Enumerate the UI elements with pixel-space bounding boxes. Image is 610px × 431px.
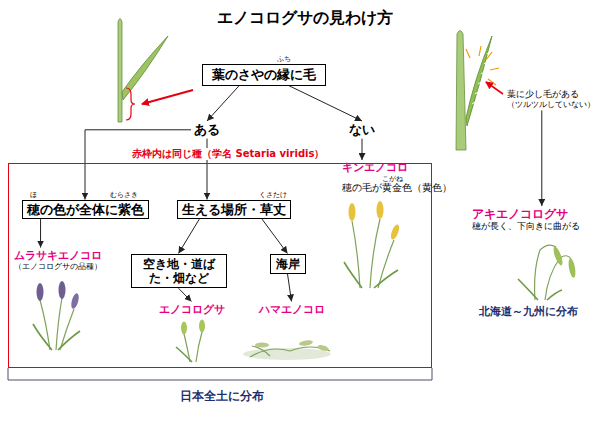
diagram-title: エノコログサの見わけ方 <box>217 8 393 29</box>
green-spike <box>255 343 269 348</box>
species-label: ムラサキエノコロ（エノコログサの品種） <box>12 248 104 273</box>
plant-leaf <box>176 347 192 362</box>
node-text: 海岸 <box>276 257 300 271</box>
species-frame: 赤枠内は同じ種（学名 Setaria viridis）穂の色が全体に紫色生える場… <box>8 163 432 368</box>
node-text: 穂の色が全体に紫色 <box>27 202 144 218</box>
callout-text: （ツルツルしていない） <box>507 100 595 110</box>
leaf-callout: 葉に少し毛がある（ツルツルしていない） <box>505 88 597 110</box>
species-name: キンエノコロ <box>342 161 452 174</box>
grass-stem <box>118 19 122 123</box>
purple-spike <box>70 292 80 309</box>
drooping-spike <box>567 258 576 279</box>
yellow-spike <box>349 203 356 221</box>
flow-arrow <box>179 288 192 301</box>
node-text: ある <box>194 122 220 138</box>
flow-arrow <box>288 274 292 302</box>
red-bracket <box>126 88 135 120</box>
node-text: 葉のさやの縁に毛 <box>212 67 316 83</box>
habitat-box: 空き地・道ばた・畑など <box>131 254 227 289</box>
furigana: むらさき <box>110 192 138 199</box>
species-note: 穂が長く、下向きに曲がる <box>472 221 580 232</box>
branch-answer: ある <box>191 121 223 139</box>
furigana: こがね <box>382 176 403 183</box>
green-spike <box>181 322 187 335</box>
drooping-spike <box>552 246 564 267</box>
species-label: ハマエノコロ <box>257 302 327 317</box>
green-spike <box>299 339 314 346</box>
flow-arrow <box>85 130 191 200</box>
shine-lines <box>466 46 499 85</box>
grass-leaf <box>122 36 168 100</box>
range-bracket <box>8 368 432 380</box>
question-box: 葉のさやの縁に毛 <box>202 64 326 86</box>
species-note: 穂の毛が黄金色（黄色） <box>342 182 452 194</box>
plant-leaf <box>33 324 80 350</box>
leaf-hairs <box>472 52 490 104</box>
flow-arrow <box>362 139 363 160</box>
flow-arrow <box>541 110 542 206</box>
callout-text: 葉に少し毛がある <box>507 89 595 100</box>
species-name: アキエノコログサ <box>472 207 580 221</box>
furigana: ほ <box>30 192 37 199</box>
species-label: エノコログサ <box>157 302 227 317</box>
distribution-note: 北海道～九州に分布 <box>479 305 578 318</box>
purple-spike <box>59 281 66 299</box>
grass-leaf <box>466 36 492 126</box>
green-spike <box>317 344 330 352</box>
habitat-box: 海岸 <box>270 254 306 274</box>
species-note: （エノコログサの品種） <box>14 262 102 272</box>
species-name: ムラサキエノコロ <box>14 249 102 262</box>
green-spike <box>199 320 205 333</box>
plant-leaf <box>518 279 562 300</box>
flow-arrow <box>179 219 200 253</box>
purple-spike <box>37 283 44 301</box>
node-text: ない <box>349 122 375 138</box>
question-box: 穂の色が全体に紫色 <box>22 200 149 220</box>
yellow-spike <box>377 201 384 219</box>
furigana: くさたけ <box>259 192 287 199</box>
plant-leaf <box>344 262 398 288</box>
branch-answer: ない <box>346 121 378 139</box>
leader-arrow <box>486 82 503 94</box>
species-label: アキエノコログサ穂が長く、下向きに曲がる <box>470 206 582 233</box>
node-text: 生える場所・草丈 <box>182 202 286 218</box>
yellow-spike <box>389 223 400 240</box>
species-name: ハマエノコロ <box>259 303 325 316</box>
flow-arrow <box>40 219 41 247</box>
species-name: エノコログサ <box>159 303 225 316</box>
question-box: 生える場所・草丈 <box>177 200 291 220</box>
node-text: 空き地・道ばた・畑など <box>136 257 222 286</box>
furigana: ふち <box>277 56 291 63</box>
flow-arrow <box>262 219 288 253</box>
distribution-note: 日本全土に分布 <box>180 389 264 403</box>
grass-stem <box>456 31 466 151</box>
frame-heading: 赤枠内は同じ種（学名 Setaria viridis） <box>129 148 327 160</box>
flow-arrow <box>207 86 239 121</box>
flow-arrow <box>289 86 362 121</box>
plant-stem <box>535 245 571 300</box>
leader-arrow <box>142 90 193 104</box>
